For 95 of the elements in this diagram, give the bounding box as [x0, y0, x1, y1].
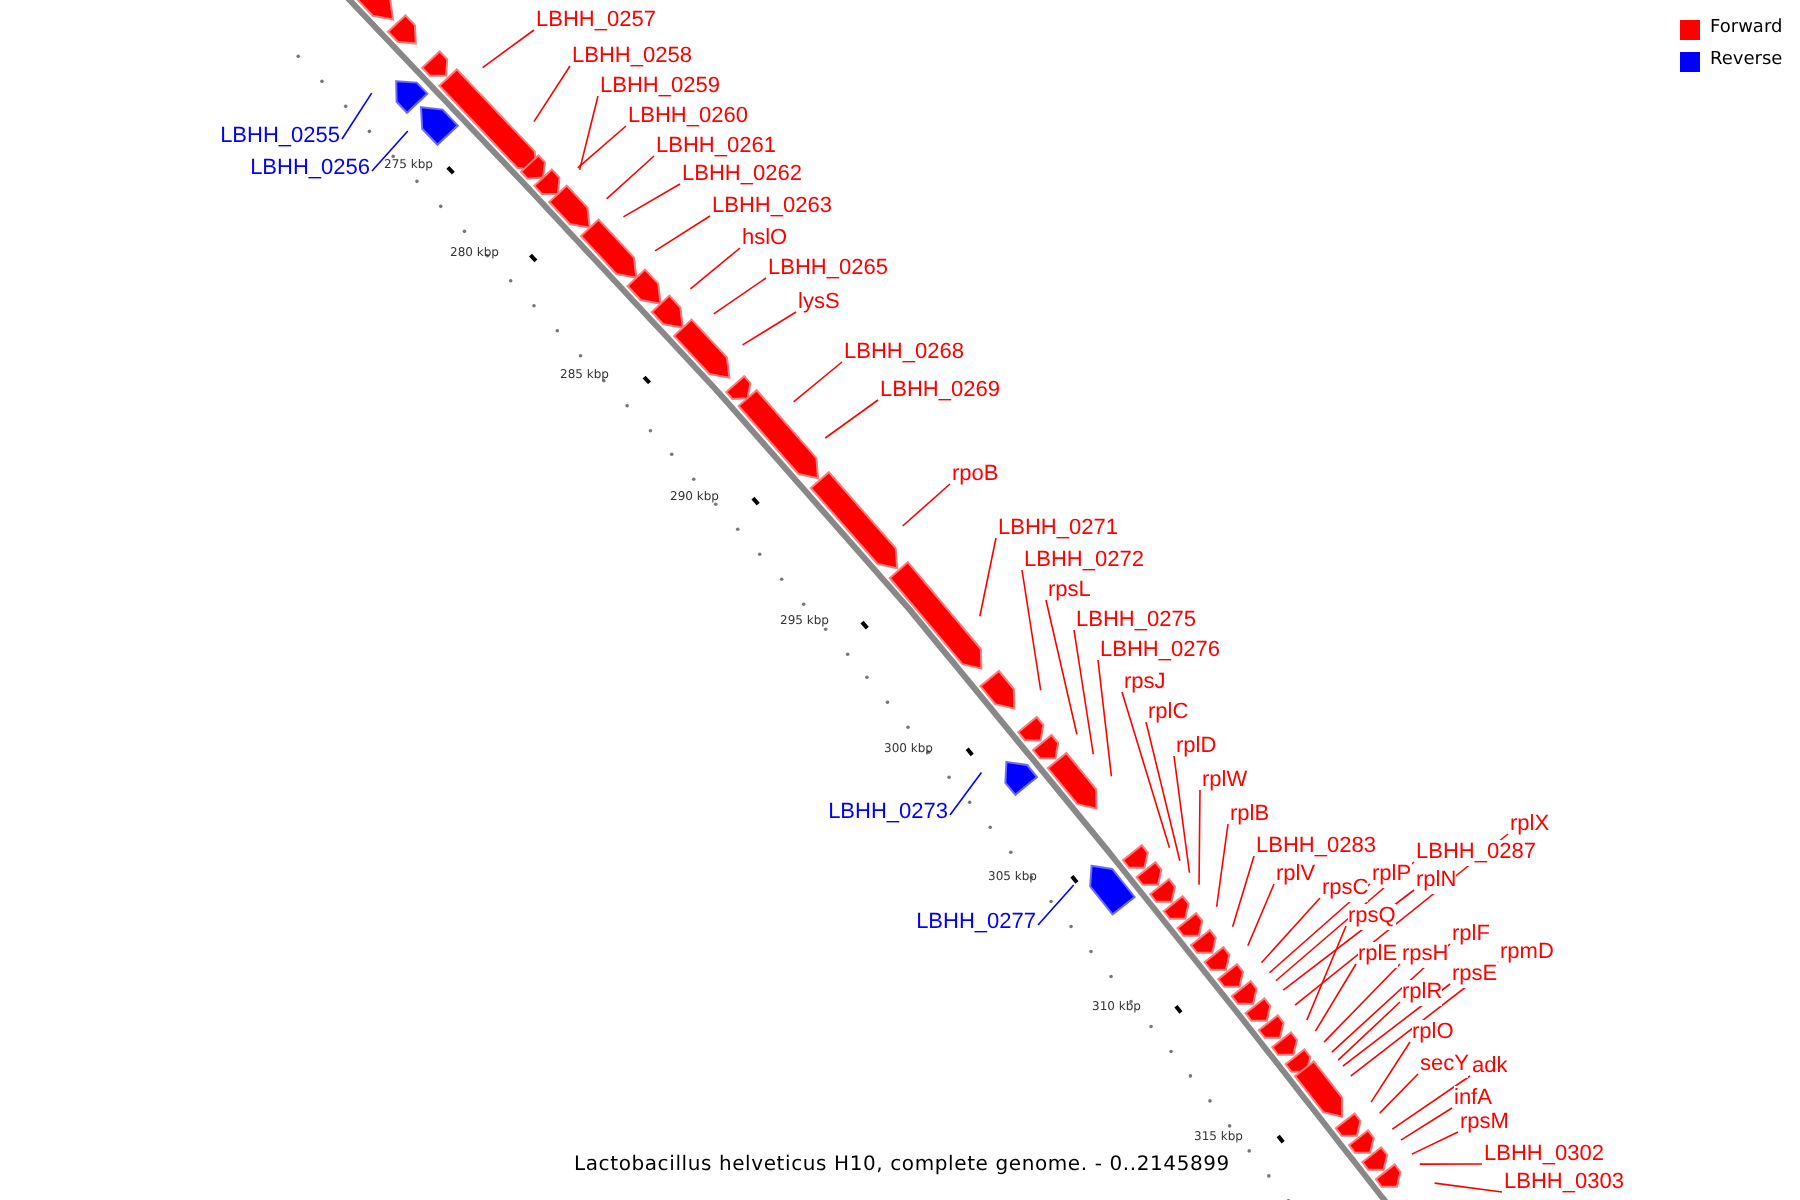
gene-label: LBHH_0275 [1076, 608, 1196, 634]
leader-line [1378, 1073, 1419, 1114]
gene-label: rplF [1452, 922, 1490, 948]
gene-label: LBHH_0303 [1504, 1170, 1624, 1196]
gene-label: rplD [1176, 734, 1217, 760]
gene-label: rplE [1358, 942, 1398, 968]
leader-line [1260, 897, 1321, 964]
gene-label: LBHH_0271 [998, 516, 1118, 542]
gene-label: rplB [1230, 802, 1270, 828]
gene-label: LBHH_0265 [768, 256, 888, 282]
leader-line [1411, 1131, 1459, 1155]
gene-label: rpsE [1452, 962, 1498, 988]
gene-label: rpsH [1402, 942, 1449, 968]
leader-line [1045, 599, 1078, 736]
leader-line [949, 771, 983, 816]
leader-line [1247, 883, 1275, 947]
gene-label: LBHH_0268 [844, 340, 964, 366]
leader-line [1145, 721, 1181, 862]
leader-line [792, 361, 843, 403]
gene-label: rplN [1416, 868, 1457, 894]
leader-line [1349, 961, 1499, 1077]
gene-label: LBHH_0257 [536, 8, 656, 34]
caption: Lactobacillus helveticus H10, complete genome. - 0..2145899 [574, 1154, 1230, 1178]
leader-line [1121, 691, 1171, 849]
gene-label: LBHH_0261 [656, 134, 776, 160]
gene-label: lysS [798, 290, 840, 316]
leader-line [1021, 569, 1042, 692]
leader-line [1268, 883, 1371, 974]
gene-label: LBHH_0259 [600, 74, 720, 100]
leader-line [1331, 943, 1451, 1053]
gene-label: LBHH_0260 [628, 104, 748, 130]
gene-label: rplC [1148, 700, 1189, 726]
gene-label: rplO [1412, 1020, 1454, 1046]
gene-label: LBHH_0255 [220, 124, 340, 150]
leader-line [1275, 861, 1415, 982]
leader-line [481, 29, 535, 69]
leader-line [533, 65, 571, 123]
leader-line [1198, 789, 1201, 886]
gene-label: LBHH_0276 [1100, 638, 1220, 664]
legend-label: Reverse [1710, 50, 1783, 72]
leader-line [1037, 884, 1075, 926]
leader-line [578, 95, 599, 171]
leader-line [576, 125, 627, 169]
gene-label: rpsL [1048, 578, 1091, 604]
leader-line [712, 277, 767, 315]
gene-label: LBHH_0272 [1024, 548, 1144, 574]
gene-label: rpmD [1500, 940, 1554, 966]
gene-label: rplX [1510, 812, 1550, 838]
gene-label: LBHH_0287 [1416, 840, 1536, 866]
gene-label: rplR [1402, 980, 1443, 1006]
leader-line [1323, 963, 1401, 1043]
leader-line [1400, 1107, 1453, 1141]
leader-line [1097, 659, 1113, 778]
leader-line [689, 247, 741, 290]
leader-line [1314, 963, 1357, 1032]
leader-line [341, 92, 373, 140]
leader-line [654, 215, 711, 252]
leader-line [622, 183, 681, 218]
leader-line [1215, 823, 1229, 908]
gene-label: secY [1420, 1052, 1469, 1078]
gene-label: LBHH_0258 [572, 44, 692, 70]
leader-line [741, 311, 797, 346]
gene-label: LBHH_0269 [880, 378, 1000, 404]
gene-label: LBHH_0273 [828, 800, 948, 826]
legend-label: Forward [1710, 18, 1783, 40]
leader-line [979, 537, 997, 618]
leader-line [901, 483, 951, 527]
leader-line [1433, 1182, 1503, 1193]
leader-line [1073, 629, 1095, 756]
gene-label: rplV [1276, 862, 1316, 888]
leader-line [1418, 1163, 1483, 1165]
leader-line [1370, 1041, 1411, 1103]
leader-line [1342, 983, 1451, 1067]
gene-label: LBHH_0263 [712, 194, 832, 220]
leader-line [371, 130, 409, 172]
leader-line [1282, 889, 1415, 991]
gene-label: rpsM [1460, 1110, 1509, 1136]
leader-line [1306, 925, 1347, 1021]
gene-label: rpsQ [1348, 904, 1396, 930]
gene-label: rpsJ [1124, 670, 1166, 696]
leader-line [1173, 755, 1191, 874]
gene-label: LBHH_0277 [916, 910, 1036, 936]
gene-label: LBHH_0256 [250, 156, 370, 182]
gene-label: rpsC [1322, 876, 1369, 902]
gene-label: LBHH_0302 [1484, 1142, 1604, 1168]
leader-line [824, 399, 879, 439]
gene-label: rplW [1202, 768, 1248, 794]
leader-line [1231, 855, 1255, 928]
gene-label: rplP [1372, 862, 1412, 888]
leader-line [605, 155, 655, 200]
gene-label: LBHH_0262 [682, 162, 802, 188]
gene-label: LBHH_0283 [1256, 834, 1376, 860]
gene-label: rpoB [952, 462, 999, 488]
leader-line [1391, 1075, 1471, 1130]
leader-line [1337, 1001, 1401, 1061]
